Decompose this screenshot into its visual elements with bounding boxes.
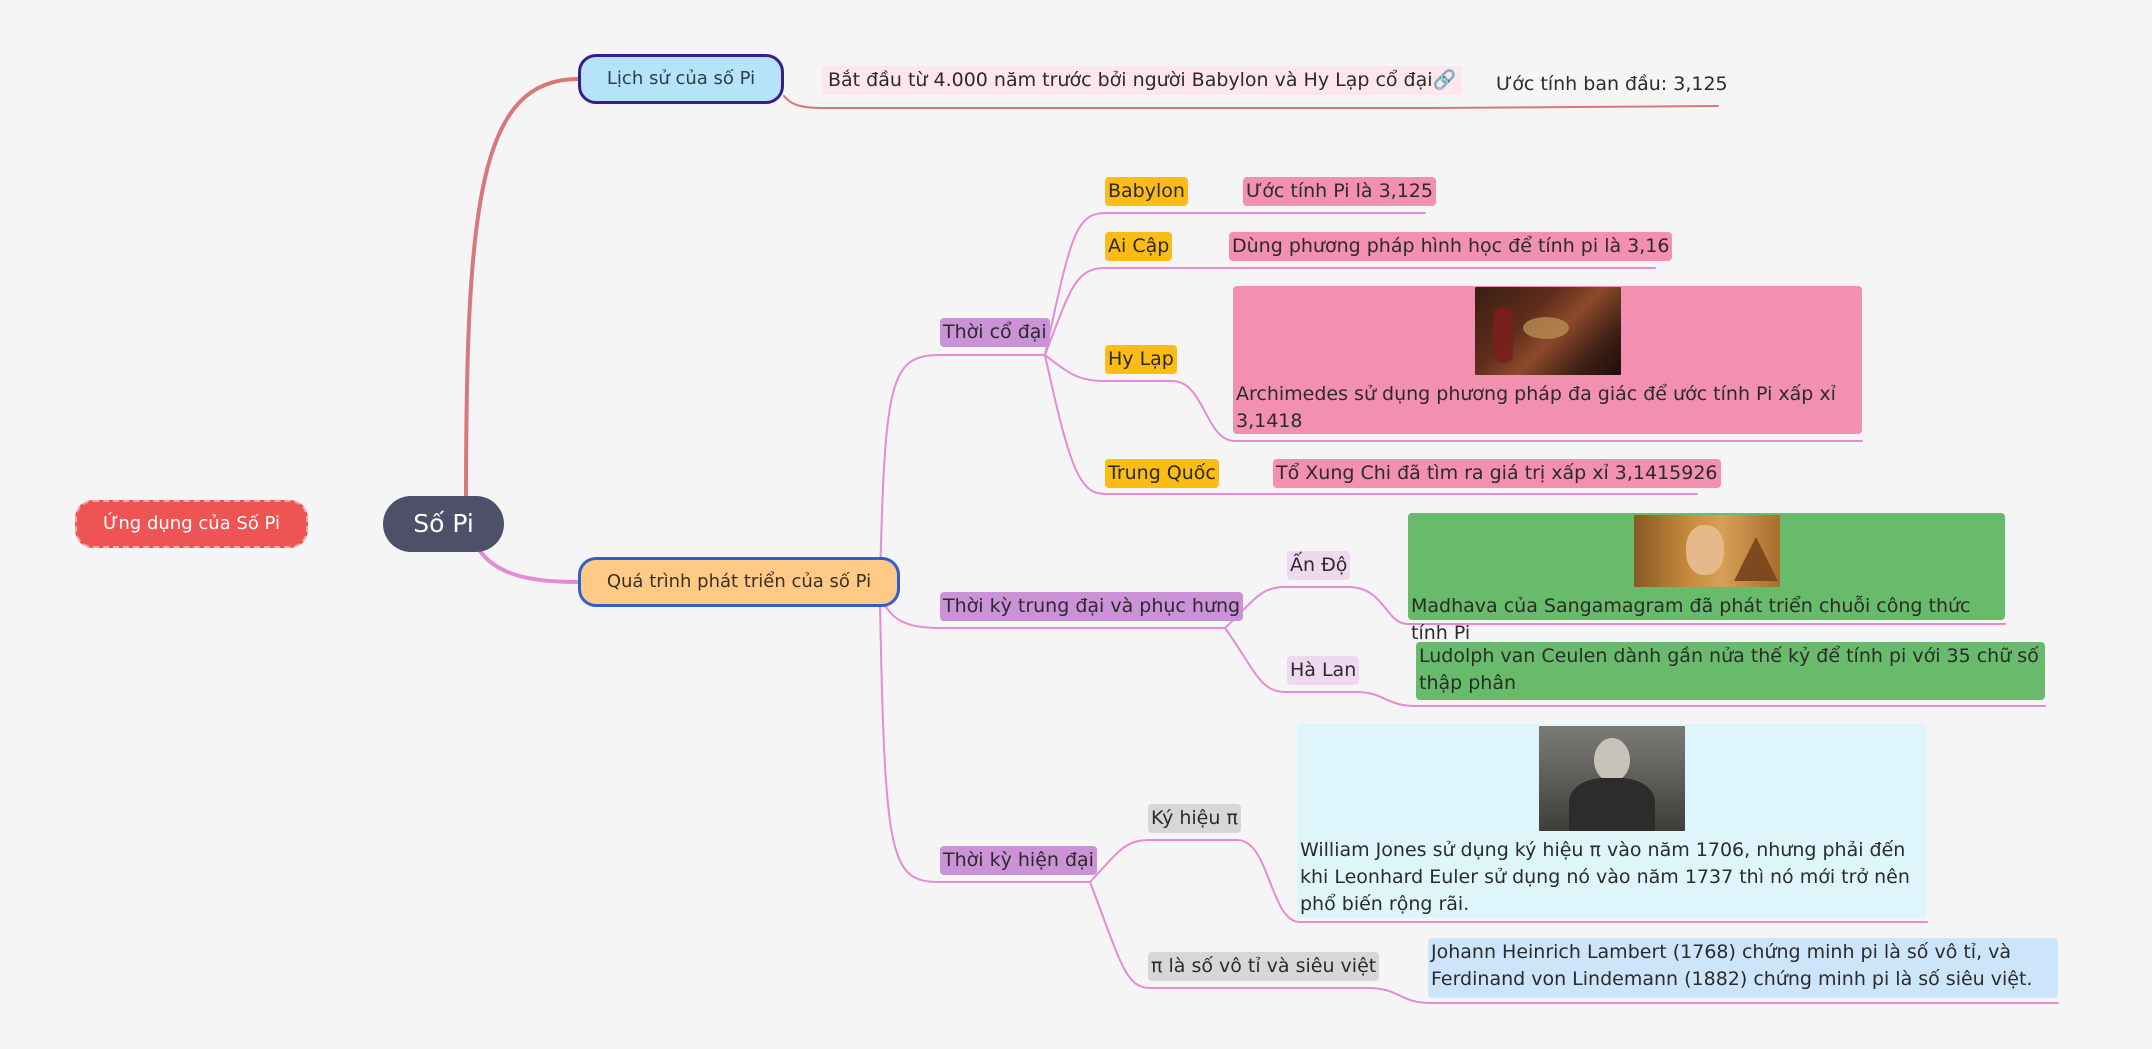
detail-irrational[interactable]: Johann Heinrich Lambert (1768) chứng min…: [1428, 938, 2058, 998]
link-netherlands-detail: [1355, 691, 2046, 707]
subtopic-symbol[interactable]: Ký hiệu π: [1148, 804, 1241, 833]
detail-egypt[interactable]: Dùng phương pháp hình học để tính pi là …: [1229, 232, 1673, 261]
link-dev-ancient: [879, 354, 1046, 581]
link-medieval-india: [1224, 586, 1349, 629]
link-icon[interactable]: 🔗: [1432, 69, 1457, 91]
detail-symbol-text: William Jones sử dụng ký hiệu π vào năm …: [1300, 839, 1910, 915]
detail-netherlands[interactable]: Ludolph van Ceulen dành gần nửa thế kỷ đ…: [1416, 642, 2045, 700]
country-babylon[interactable]: Babylon: [1105, 177, 1188, 206]
central-topic[interactable]: Số Pi: [383, 496, 504, 552]
detail-symbol[interactable]: William Jones sử dụng ký hiệu π vào năm …: [1297, 724, 1927, 918]
history-detail-text: Bắt đầu từ 4.000 năm trước bởi người Bab…: [828, 69, 1433, 91]
detail-india[interactable]: Madhava của Sangamagram đã phát triển ch…: [1408, 513, 2005, 644]
link-root-history: [464, 77, 580, 502]
detail-greece-text: Archimedes sử dụng phương pháp đa giác đ…: [1236, 383, 1836, 432]
link-modern-irrational: [1089, 881, 1369, 989]
topic-history[interactable]: Lịch sử của số Pi: [578, 54, 784, 104]
history-estimate[interactable]: Ước tính ban đầu: 3,125: [1496, 73, 1728, 95]
link-root-development: [476, 546, 580, 584]
link-ancient-china: [1044, 354, 1213, 495]
link-medieval-netherlands: [1224, 627, 1357, 693]
country-egypt[interactable]: Ai Cập: [1105, 232, 1173, 261]
detail-babylon[interactable]: Ước tính Pi là 3,125: [1243, 177, 1436, 206]
era-ancient[interactable]: Thời cổ đại: [940, 318, 1050, 347]
era-modern[interactable]: Thời kỳ hiện đại: [940, 846, 1097, 875]
link-history-detail: [783, 95, 1719, 109]
madhava-portrait-image: [1633, 515, 1780, 587]
link-ancient-babylon: [1044, 212, 1183, 356]
country-greece[interactable]: Hy Lạp: [1105, 345, 1177, 374]
link-india-detail: [1347, 586, 2006, 625]
detail-greece[interactable]: Archimedes sử dụng phương pháp đa giác đ…: [1233, 286, 1862, 434]
link-ancient-egypt: [1044, 267, 1169, 356]
topic-development[interactable]: Quá trình phát triển của số Pi: [578, 557, 900, 607]
era-medieval[interactable]: Thời kỳ trung đại và phục hưng: [940, 592, 1244, 621]
archimedes-painting-image: [1474, 287, 1621, 375]
country-india[interactable]: Ấn Độ: [1287, 551, 1351, 580]
subtopic-irrational[interactable]: π là số vô tỉ và siêu việt: [1148, 952, 1380, 981]
history-detail[interactable]: Bắt đầu từ 4.000 năm trước bởi người Bab…: [822, 66, 1463, 95]
link-symbol-detail: [1236, 839, 1928, 923]
link-irrational-detail: [1367, 987, 2059, 1004]
link-ancient-greece: [1044, 354, 1173, 382]
detail-india-text: Madhava của Sangamagram đã phát triển ch…: [1411, 595, 1971, 644]
link-dev-modern: [879, 604, 1091, 883]
william-jones-portrait-image: [1539, 726, 1685, 831]
link-modern-symbol: [1089, 839, 1238, 883]
topic-application[interactable]: Ứng dụng của Số Pi: [75, 500, 308, 548]
link-greece-detail: [1171, 380, 1863, 442]
country-netherlands[interactable]: Hà Lan: [1287, 656, 1360, 685]
detail-china[interactable]: Tổ Xung Chi đã tìm ra giá trị xấp xỉ 3,1…: [1273, 459, 1721, 488]
country-china[interactable]: Trung Quốc: [1105, 459, 1219, 488]
